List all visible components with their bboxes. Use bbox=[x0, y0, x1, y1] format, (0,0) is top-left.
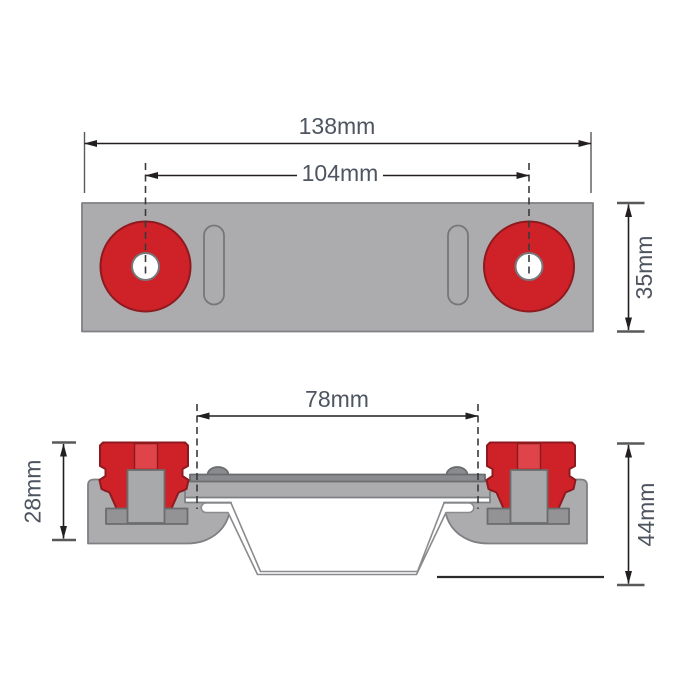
ticks-35 bbox=[617, 201, 645, 333]
dim-label-mount-height: 28mm bbox=[20, 460, 46, 524]
dim-label-hole-spacing: 104mm bbox=[302, 160, 379, 186]
dim-label-overall-width: 138mm bbox=[299, 113, 376, 139]
stud bbox=[126, 469, 166, 524]
dim-label-flange-width: 78mm bbox=[305, 386, 369, 412]
ticks-28 bbox=[52, 441, 76, 542]
mount-assembly-left bbox=[87, 441, 232, 545]
channel-profile bbox=[200, 502, 475, 576]
top-view: 138mm 104mm 35mm bbox=[81, 113, 657, 333]
slot-right bbox=[447, 224, 469, 306]
ticks-44 bbox=[617, 442, 645, 587]
dim-label-plate-height: 35mm bbox=[631, 236, 657, 300]
slot-left bbox=[203, 224, 225, 306]
section-view: 78mm 28mm 44mm bbox=[20, 386, 659, 587]
rail-top-strip bbox=[189, 473, 486, 483]
dim-label-overall-height: 44mm bbox=[633, 483, 659, 547]
rubber-mount-core bbox=[133, 442, 159, 471]
